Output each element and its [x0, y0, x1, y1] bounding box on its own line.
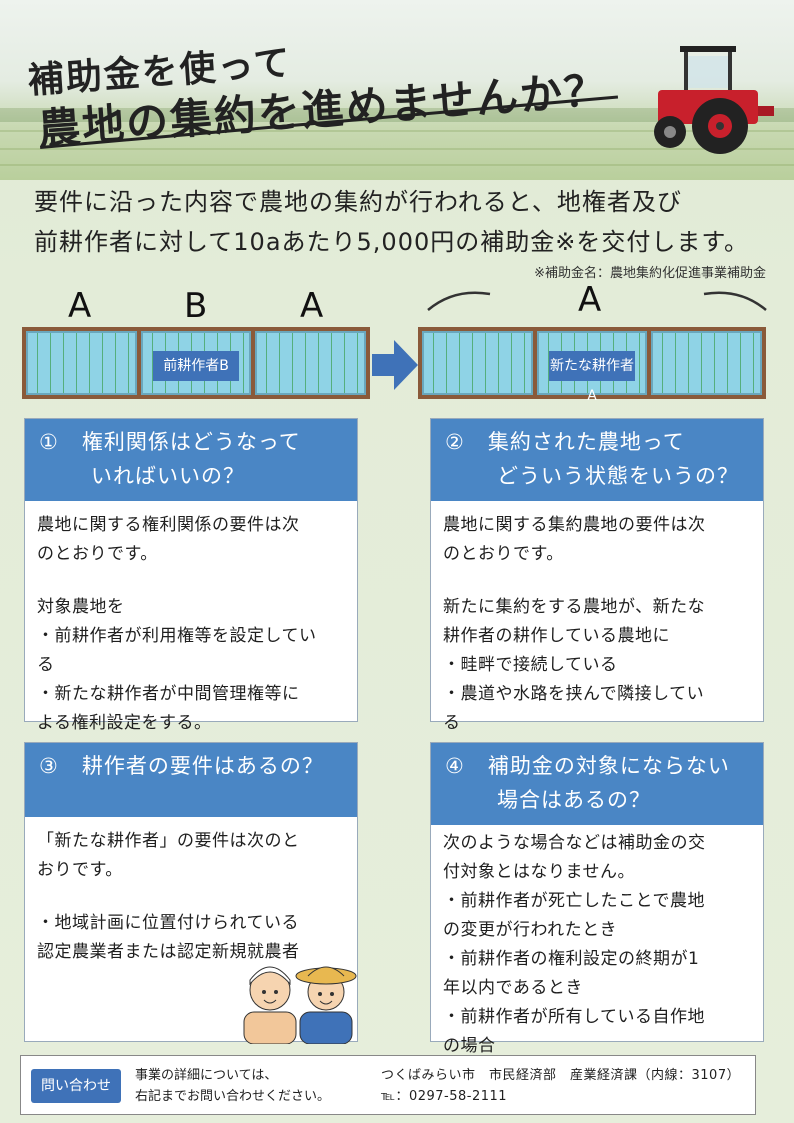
- card-title-line-2: 場合はあるの？: [497, 788, 651, 812]
- arrow-right-icon: [372, 340, 418, 390]
- body-line: 「新たな耕作者」の要件は次のと: [37, 831, 300, 851]
- card-title-line-2: どういう状態をいうの？: [497, 464, 739, 488]
- body-line: の変更が行われたとき: [443, 920, 618, 940]
- card-rights: ① 権利関係はどうなって いればいいの？ 農地に関する権利関係の要件は次 のとお…: [24, 418, 358, 733]
- body-line: ・前耕作者の権利設定の終期が1: [443, 949, 700, 969]
- intro-line-2: 前耕作者に対して10aあたり5,000円の補助金※を交付します。: [34, 228, 749, 256]
- paddy-field: [422, 331, 533, 395]
- card-farmer-requirements: ③ 耕作者の要件はあるの？ 「新たな耕作者」の要件は次のと おりです。 ・地域計…: [24, 742, 358, 1042]
- field-stripe: [0, 148, 794, 150]
- paddy-field: [651, 331, 763, 395]
- body-line: 農地に関する集約農地の要件は次: [443, 515, 706, 535]
- body-line: 次のような場合などは補助金の交: [443, 833, 706, 853]
- field-stripe: [0, 130, 794, 132]
- body-line: 農地に関する権利関係の要件は次: [37, 515, 300, 535]
- intro-text: 要件に沿った内容で農地の集約が行われると、地権者及び 前耕作者に対して10aあた…: [34, 182, 774, 262]
- contact-organization: つくばみらい市 市民経済部 産業経済課（内線：3107） ℡：0297-58-2…: [381, 1065, 740, 1107]
- subsidy-name-note: ※補助金名：農地集約化促進事業補助金: [534, 266, 766, 281]
- card-number: ②: [445, 430, 465, 454]
- contact-desc-line: 事業の詳細については、: [135, 1068, 278, 1083]
- field-label-a1: A: [68, 286, 92, 326]
- card-title-line-1: 補助金の対象にならない: [487, 754, 730, 778]
- card-header: ④ 補助金の対象にならない 場合はあるの？: [431, 743, 763, 825]
- paddy-field: 新たな耕作者A: [536, 331, 648, 404]
- body-line: る: [443, 713, 461, 733]
- card-title-line-1: 権利関係はどうなって: [81, 430, 301, 454]
- contact-desc-line: 右記までお問い合わせください。: [135, 1089, 331, 1104]
- card-header: ① 権利関係はどうなって いればいいの？: [25, 419, 357, 501]
- fields-before: 前耕作者B: [22, 327, 370, 399]
- body-line: る: [37, 655, 55, 675]
- body-line: おりです。: [37, 860, 123, 880]
- card-header: ③ 耕作者の要件はあるの？: [25, 743, 357, 817]
- farmers-illustration-icon: [243, 966, 357, 1044]
- card-number: ④: [445, 754, 465, 778]
- body-line: 付対象とはなりません。: [443, 862, 635, 882]
- card-body: 農地に関する集約農地の要件は次 のとおりです。 新たに集約をする農地が、新たな …: [431, 501, 763, 748]
- card-header: ② 集約された農地って どういう状態をいうの？: [431, 419, 763, 501]
- card-body: 農地に関する権利関係の要件は次 のとおりです。 対象農地を ・前耕作者が利用権等…: [25, 501, 357, 748]
- new-farmer-tag: 新たな耕作者A: [548, 351, 636, 404]
- card-title-line-2: いればいいの？: [91, 464, 245, 488]
- tractor-icon: [654, 46, 774, 154]
- card-body: 次のような場合などは補助金の交 付対象とはなりません。 ・前耕作者が死亡したこと…: [431, 825, 763, 1071]
- field-stripe: [0, 164, 794, 166]
- contact-department: つくばみらい市 市民経済部 産業経済課（内線：3107）: [381, 1068, 741, 1083]
- field-label-a-merged: A: [578, 280, 602, 320]
- body-line: ・前耕作者が利用権等を設定してい: [37, 626, 317, 646]
- card-number: ③: [39, 754, 59, 778]
- card-body: 「新たな耕作者」の要件は次のと おりです。 ・地域計画に位置付けられている 認定…: [25, 817, 357, 977]
- card-title-line-1: 集約された農地って: [487, 430, 685, 454]
- body-line: ・畦畔で接続している: [443, 655, 618, 675]
- card-number: ①: [39, 430, 59, 454]
- card-consolidated-land: ② 集約された農地って どういう状態をいうの？ 農地に関する集約農地の要件は次 …: [430, 418, 764, 733]
- previous-farmer-tag: 前耕作者B: [152, 351, 240, 381]
- body-line: 対象農地を: [37, 597, 125, 617]
- hero-banner: [0, 0, 794, 180]
- arc-right: [703, 291, 767, 311]
- body-line: ・地域計画に位置付けられている: [37, 913, 299, 933]
- card-not-eligible: ④ 補助金の対象にならない 場合はあるの？ 次のような場合などは補助金の交 付対…: [430, 742, 764, 1056]
- body-line: 認定農業者または認定新規就農者: [37, 942, 300, 962]
- body-line: 新たに集約をする農地が、新たな: [443, 597, 706, 617]
- body-line: の場合: [443, 1036, 496, 1056]
- body-line: ・新たな耕作者が中間管理権等に: [37, 684, 300, 704]
- contact-box: 問い合わせ 事業の詳細については、 右記までお問い合わせください。 つくばみらい…: [20, 1055, 756, 1115]
- contact-badge: 問い合わせ: [31, 1069, 121, 1103]
- paddy-field: [255, 331, 367, 395]
- arc-left: [427, 291, 491, 311]
- body-line: 年以内であるとき: [443, 978, 583, 998]
- body-line: ・前耕作者が所有している自作地: [443, 1007, 705, 1027]
- field-label-b: B: [184, 286, 208, 326]
- paddy-field: [26, 331, 137, 395]
- body-line: ・前耕作者が死亡したことで農地: [443, 891, 705, 911]
- body-line: ・農道や水路を挟んで隣接してい: [443, 684, 705, 704]
- paddy-field: 前耕作者B: [140, 331, 252, 395]
- body-line: よる権利設定をする。: [37, 713, 212, 733]
- contact-phone[interactable]: ℡：0297-58-2111: [381, 1089, 508, 1104]
- body-line: のとおりです。: [443, 544, 564, 564]
- intro-line-1: 要件に沿った内容で農地の集約が行われると、地権者及び: [34, 188, 682, 216]
- fields-after: 新たな耕作者A: [418, 327, 766, 404]
- card-title-line-1: 耕作者の要件はあるの？: [81, 754, 324, 778]
- field-label-a2: A: [300, 286, 324, 326]
- contact-description: 事業の詳細については、 右記までお問い合わせください。: [135, 1065, 330, 1107]
- body-line: 耕作者の耕作している農地に: [443, 626, 670, 646]
- body-line: のとおりです。: [37, 544, 158, 564]
